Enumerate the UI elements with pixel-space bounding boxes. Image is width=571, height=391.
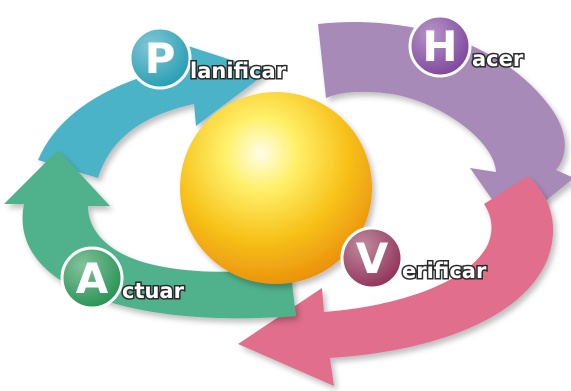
do-rest-text: acer [472, 47, 524, 71]
check-label-group: V erificar [342, 228, 487, 288]
do-initial: H [422, 22, 457, 71]
check-rest-text: erificar [402, 259, 487, 283]
act-rest-text: ctuar [122, 279, 185, 303]
act-initial: A [76, 254, 109, 303]
plan-rest-text: lanificar [190, 59, 287, 83]
plan-initial: P [145, 34, 176, 83]
check-initial: V [356, 234, 389, 283]
